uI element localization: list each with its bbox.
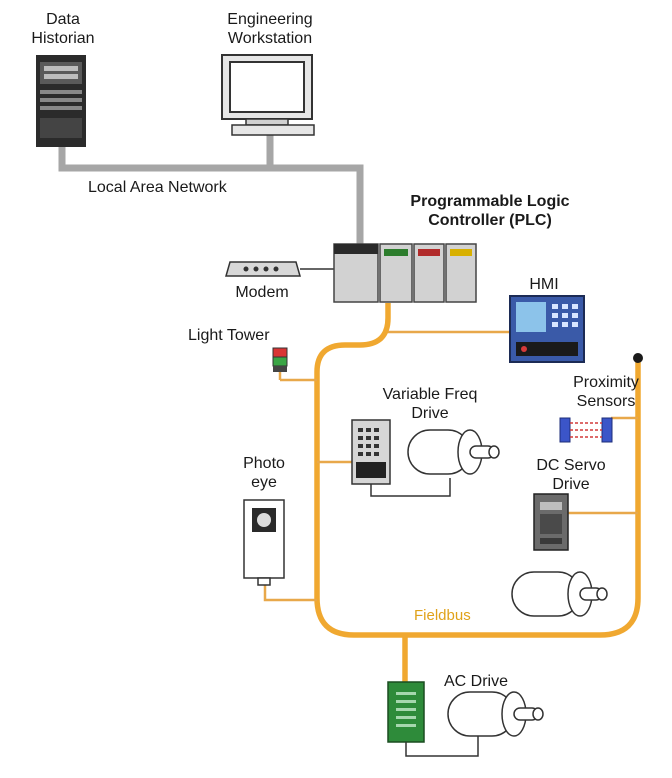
light-tower-icon <box>272 347 288 372</box>
hmi-icon <box>509 295 585 363</box>
hmi-label: HMI <box>529 276 559 293</box>
fieldbus-branches <box>263 330 638 602</box>
server-icon <box>36 55 86 147</box>
fieldbus-label: Fieldbus <box>414 607 471 624</box>
lan-label: Local Area Network <box>88 179 227 196</box>
modem-label: Modem <box>235 284 289 301</box>
photo-eye-icon <box>243 499 285 586</box>
fieldbus-cables <box>314 303 641 685</box>
vfd-icon <box>351 419 451 497</box>
workstation-icon <box>221 54 315 136</box>
ac-drive-icon <box>387 681 479 757</box>
modem-icon <box>225 261 334 277</box>
motor-icon <box>447 691 544 737</box>
servo-drive-icon <box>533 493 569 551</box>
ac-drive-label: AC Drive <box>444 673 509 690</box>
light-tower-label: Light Tower <box>188 327 270 344</box>
proximity-sensor-icon <box>559 353 643 443</box>
motor-icon <box>407 429 500 475</box>
motor-icon <box>511 571 608 617</box>
lan-cables <box>58 131 364 249</box>
plc-icon <box>333 243 477 303</box>
